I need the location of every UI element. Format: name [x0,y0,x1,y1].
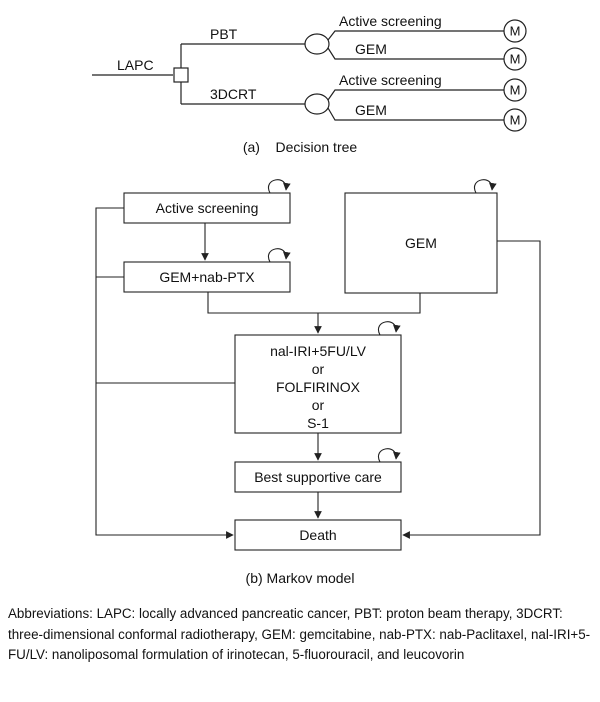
state-gem [344,192,498,294]
crt-active-line [327,89,504,101]
line-first-line-merge [207,292,421,314]
state-best-supportive-care [234,461,402,493]
gem-state-label: GEM [405,235,437,251]
abbreviations-note: Abbreviations: LAPC: locally advanced pa… [8,606,591,662]
markov-node-1-label: M [510,24,521,39]
markov-node-3-label: M [510,83,521,98]
crt-gem-label: GEM [355,102,387,118]
3dcrt-label: 3DCRT [210,86,257,102]
pbt-active-screening-label: Active screening [339,13,442,29]
state-second-line [234,334,402,434]
pbt-gem-line [327,47,504,60]
second-line-label-2: or [312,361,325,377]
crt-active-screening-label: Active screening [339,72,442,88]
best-supportive-care-label: Best supportive care [254,469,382,485]
self-loop-second-line [377,321,401,336]
markov-node-2 [503,47,527,71]
arrow-left-trunk-to-death [95,207,234,539]
crt-chance-node [304,93,330,115]
active-screening-label: Active screening [156,200,259,216]
decision-node [173,67,189,83]
pbt-label: PBT [210,26,238,42]
second-line-label-5: S-1 [307,415,329,431]
second-line-label-3: FOLFIRINOX [276,379,361,395]
gem-nab-ptx-label: GEM+nab-PTX [159,269,255,285]
self-loop-active-screening [267,179,291,194]
root-label: LAPC [117,57,154,73]
markov-node-2-label: M [510,52,521,67]
state-gem-nab-ptx [123,261,291,293]
pbt-active-line [327,30,504,41]
pbt-gem-label: GEM [355,41,387,57]
decision-tree-caption: (a) Decision tree [243,139,358,155]
markov-node-4 [503,108,527,132]
self-loop-gem-nab-ptx [267,248,291,263]
markov-model-caption: (b) Markov model [246,570,355,586]
figure-canvas: LAPC PBT 3DCRT Active screening GEM Acti… [92,13,541,586]
markov-model [95,179,541,551]
self-loop-gem [473,179,497,194]
state-death [234,519,402,551]
arrow-gem-to-death [402,240,541,539]
second-line-label-1: nal-IRI+5FU/LV [270,343,366,359]
self-loop-best-supportive-care [377,448,401,463]
crt-gem-line [327,107,504,121]
markov-node-1 [503,19,527,43]
state-active-screening [123,192,291,224]
decision-tree [92,19,527,132]
death-label: Death [299,527,336,543]
pbt-chance-node [304,33,330,55]
second-line-label-4: or [312,397,325,413]
markov-node-3 [503,78,527,102]
markov-node-4-label: M [510,113,521,128]
